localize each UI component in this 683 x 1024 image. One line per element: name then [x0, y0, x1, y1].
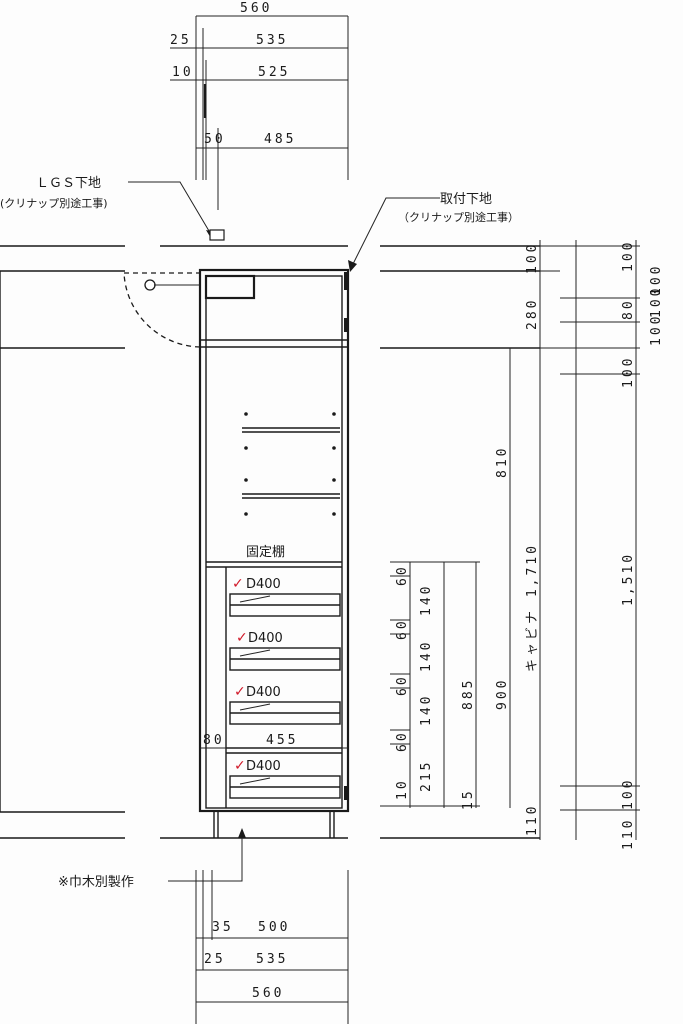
dim-c2-140c: 140 [419, 694, 434, 726]
dim-c3-885: 885 [461, 678, 476, 710]
habaki-callout: ※巾木別製作 [58, 828, 246, 890]
dim-50: 50 [204, 132, 226, 147]
dim-c6-100c: 100 [621, 778, 636, 810]
inner-dimensions: 80 455 [200, 733, 348, 749]
top-box [204, 274, 256, 300]
cabinet-body: 固定棚 [123, 268, 350, 838]
toritsuke-sub-label: （クリナップ別途工事） [398, 210, 519, 224]
dim-10: 10 [172, 65, 194, 80]
toritsuke-callout: 取付下地 （クリナップ別途工事） [348, 192, 519, 272]
dim-c7-100c: 100 [649, 314, 664, 346]
dim-c1-280: 280 [525, 298, 540, 330]
dim-535: 535 [256, 33, 288, 48]
dim-c2-60d: 60 [395, 730, 410, 752]
lgs-sub-label: (クリナップ別途工事) [0, 196, 108, 210]
lgs-callout: ＬＧＳ下地 (クリナップ別途工事) [0, 176, 225, 241]
dim-c1-810: 810 [495, 446, 510, 478]
dim-535-bottom: 535 [256, 952, 288, 967]
top-dimensions: 560 25 535 10 525 50 485 [170, 1, 349, 210]
dim-c4-900: 900 [495, 678, 510, 710]
dim-25-bottom: 25 [204, 952, 226, 967]
habaki-label: ※巾木別製作 [58, 875, 134, 890]
dim-c7-100b: 100 [649, 286, 664, 318]
drawers: ✓ D400 ✓ D400 ✓ D400 ✓ D400 [229, 576, 341, 799]
lgs-label: ＬＧＳ下地 [36, 176, 101, 191]
right-dimension-chains [380, 240, 640, 840]
dim-c4-110: 110 [525, 804, 540, 836]
dim-c2-60c: 60 [395, 674, 410, 696]
check-mark: ✓ [236, 630, 248, 646]
dim-35: 35 [212, 920, 234, 935]
dim-c6-80: 80 [621, 298, 636, 320]
drawer-3: ✓ D400 [229, 684, 341, 725]
right-dimension-texts: 100 280 810 60 140 60 140 60 140 60 215 … [395, 240, 664, 850]
dim-c2-215: 215 [419, 760, 434, 792]
dim-c2-60b: 60 [395, 618, 410, 640]
dim-485: 485 [264, 132, 296, 147]
fixed-shelf-label: 固定棚 [246, 545, 285, 560]
dim-c7-100a: 100 [649, 264, 664, 296]
dim-c2-140b: 140 [419, 640, 434, 672]
drawer-label: D400 [246, 577, 281, 592]
dim-cabinet-1710: キャビナ 1,710 [525, 543, 540, 672]
dim-c2-140: 140 [419, 584, 434, 616]
dim-500: 500 [258, 920, 290, 935]
drawer-label: D400 [246, 759, 281, 774]
check-mark: ✓ [234, 758, 246, 774]
dim-c6-110: 110 [621, 818, 636, 850]
toritsuke-label: 取付下地 [440, 192, 492, 207]
dim-25: 25 [170, 33, 192, 48]
drawer-label: D400 [246, 685, 281, 700]
dim-525: 525 [258, 65, 290, 80]
dim-80: 80 [203, 733, 225, 748]
drawer-2: ✓ D400 [229, 630, 341, 671]
dim-c3-15: 15 [461, 788, 476, 810]
dim-c2-10: 10 [395, 778, 410, 800]
dim-c6-100: 100 [621, 240, 636, 272]
check-mark: ✓ [234, 684, 246, 700]
bottom-dimensions: 35 500 25 535 560 [195, 870, 349, 1024]
dim-c2-60: 60 [395, 564, 410, 586]
dim-c6-100b: 100 [621, 356, 636, 388]
dim-455: 455 [266, 733, 298, 748]
horizontal-reference-lines [0, 245, 540, 839]
drawer-4: ✓ D400 [229, 758, 341, 799]
dim-c1-100: 100 [525, 242, 540, 274]
dim-c6-1510: 1,510 [621, 552, 636, 606]
dim-560-top: 560 [240, 1, 272, 16]
dim-560-bottom: 560 [252, 986, 284, 1001]
drawer-1: ✓ D400 [229, 576, 341, 617]
drawer-label: D400 [248, 631, 283, 646]
check-mark: ✓ [232, 576, 244, 592]
